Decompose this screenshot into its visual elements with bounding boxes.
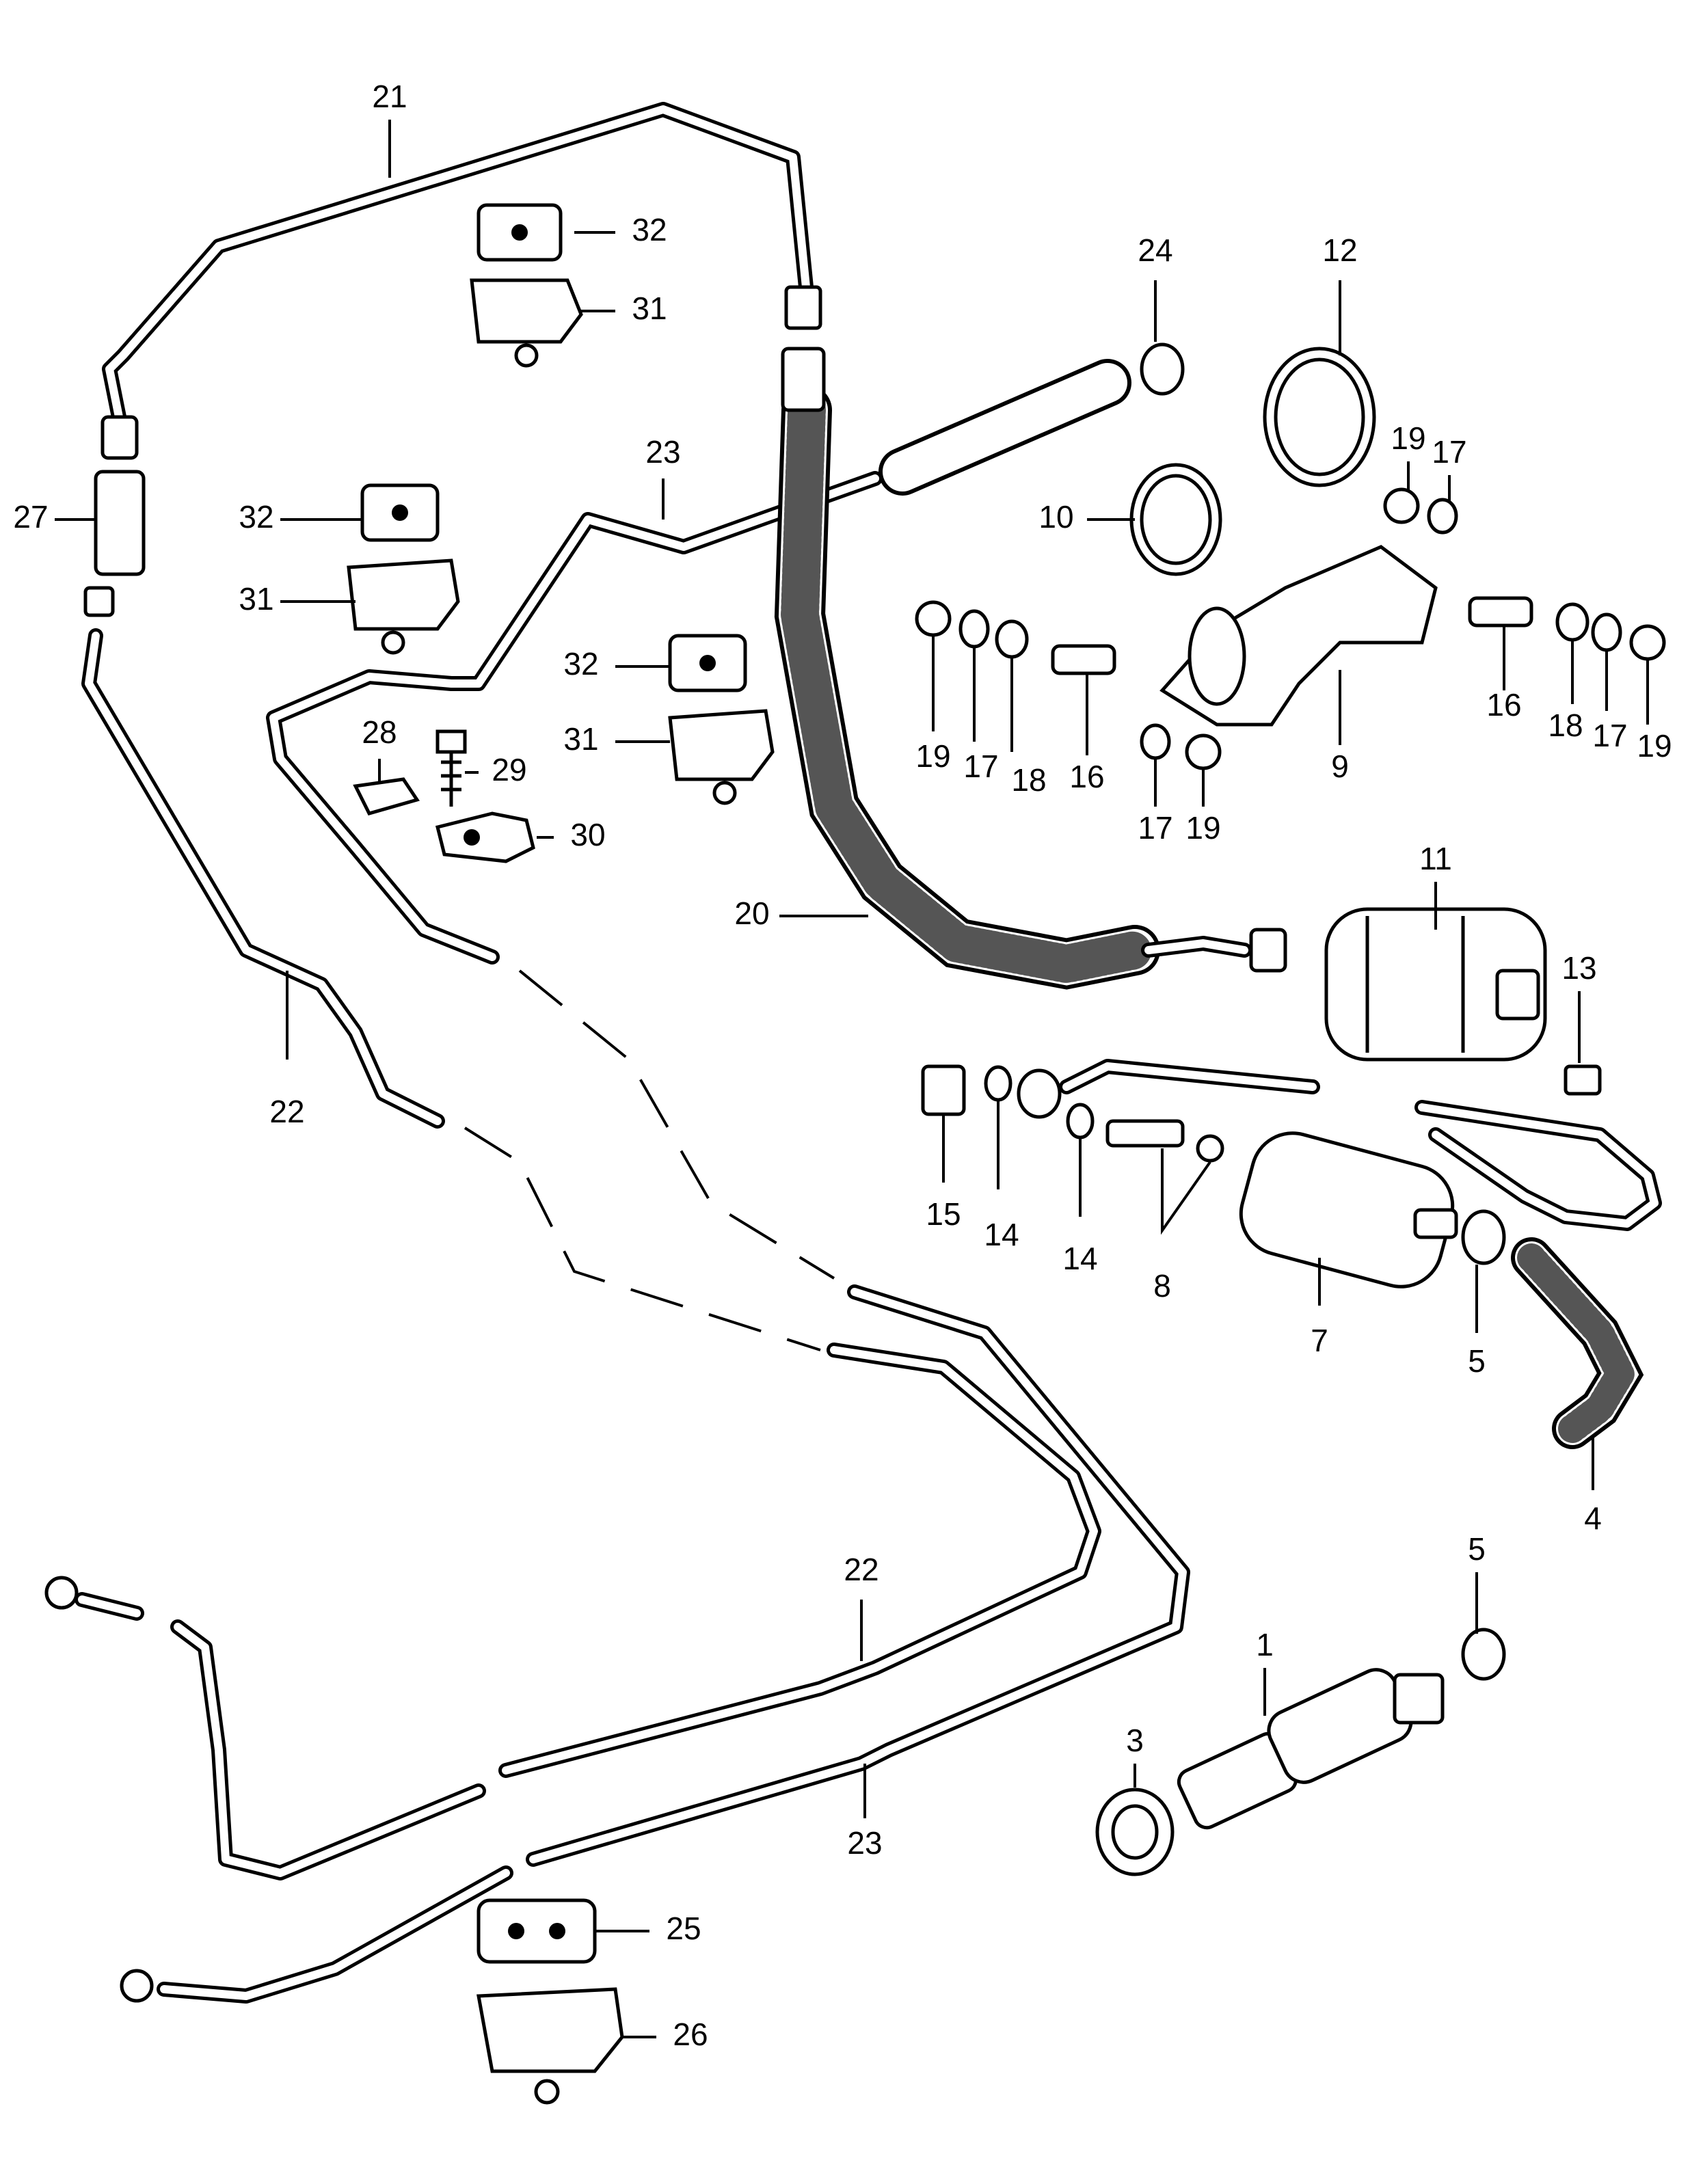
label-12: 12 <box>1322 232 1357 268</box>
fuel-hose-20 <box>774 385 1252 990</box>
hose-clamp-10 <box>1129 463 1222 576</box>
clamp-bracket-26 <box>477 1987 624 2105</box>
label-1: 1 <box>1256 1627 1274 1662</box>
nut-19-bottom <box>1185 733 1222 770</box>
label-17-left: 17 <box>963 749 998 784</box>
clamp-bracket-31-low <box>668 709 775 805</box>
label-23-bottom: 23 <box>847 1825 882 1861</box>
label-24: 24 <box>1138 232 1172 268</box>
in-tank-pump-1 <box>1177 1668 1445 1830</box>
label-25: 25 <box>666 1911 701 1946</box>
label-8: 8 <box>1153 1268 1171 1304</box>
hose-clip-24 <box>1140 342 1185 396</box>
label-4: 4 <box>1584 1500 1602 1536</box>
label-3: 3 <box>1126 1723 1144 1758</box>
label-32-low: 32 <box>563 646 598 682</box>
fuel-line-21 <box>102 102 814 445</box>
label-11: 11 <box>1419 841 1452 876</box>
clamp-block-25 <box>477 1898 597 1964</box>
label-28: 28 <box>362 714 397 750</box>
ring-terminal <box>1017 1068 1062 1119</box>
clamp-block-32-low <box>668 634 747 692</box>
clamp-block-32-top <box>477 203 563 262</box>
label-19-right: 19 <box>1637 728 1672 764</box>
fuel-line-13 <box>1059 1059 1662 1231</box>
mounting-bracket-9 <box>1159 545 1438 727</box>
label-30: 30 <box>570 817 605 852</box>
label-5-lower: 5 <box>1468 1531 1486 1567</box>
hose-clip-5-lower <box>1461 1628 1506 1681</box>
label-9: 9 <box>1331 749 1349 784</box>
label-31-low: 31 <box>563 721 598 757</box>
nut-19-left <box>915 600 952 637</box>
label-17-bottom: 17 <box>1138 810 1172 846</box>
label-19-bottom: 19 <box>1185 810 1220 846</box>
fuel-pump-7 <box>1239 1131 1458 1289</box>
label-7: 7 <box>1311 1323 1328 1358</box>
label-18-left: 18 <box>1011 762 1046 798</box>
washer-14-left <box>984 1065 1012 1102</box>
label-29: 29 <box>492 752 526 787</box>
label-13: 13 <box>1561 950 1596 986</box>
label-32-mid: 32 <box>239 499 273 535</box>
label-31-mid: 31 <box>239 581 273 617</box>
label-22-top: 22 <box>269 1094 304 1129</box>
label-22-bottom: 22 <box>844 1552 878 1587</box>
nut-19-top <box>1383 487 1420 524</box>
nut-19-right <box>1629 624 1666 661</box>
screw-29 <box>435 729 467 807</box>
clamp-block-32-mid <box>360 483 440 542</box>
washer-17-bottom <box>1140 723 1171 760</box>
nut-15 <box>921 1064 966 1116</box>
label-5-upper: 5 <box>1468 1343 1486 1379</box>
fuel-filter-11 <box>1249 907 1602 1096</box>
washer-17-left <box>958 609 990 649</box>
label-21: 21 <box>372 79 407 114</box>
label-31-top: 31 <box>632 291 667 326</box>
union-fitting-27 <box>83 415 146 617</box>
end-fitting-22 <box>44 1576 79 1610</box>
label-19-left: 19 <box>915 738 950 774</box>
stud-16-left <box>1051 644 1116 675</box>
label-20: 20 <box>734 895 769 931</box>
washer-18-left <box>995 619 1029 659</box>
part-labels: 21 32 31 23 32 31 32 31 27 28 29 30 20 2… <box>13 79 1672 2052</box>
fuel-line-22 <box>75 628 1101 1880</box>
hose-clip-5-upper <box>1461 1209 1506 1265</box>
leader-lines <box>55 120 1649 2038</box>
washer-18-right <box>1555 602 1590 642</box>
clamp-bracket-31-mid <box>347 558 460 655</box>
label-10: 10 <box>1038 499 1073 535</box>
label-16-left: 16 <box>1069 759 1104 794</box>
washer-17-right <box>1591 612 1622 652</box>
end-fitting-23 <box>120 1969 154 2003</box>
clamp-bracket-31-top <box>470 278 583 368</box>
label-32-top: 32 <box>632 212 667 247</box>
label-26: 26 <box>673 2017 708 2052</box>
fuel-hose-4 <box>1511 1237 1644 1449</box>
stud-16-right <box>1468 596 1533 628</box>
washer-14-right <box>1066 1103 1095 1140</box>
label-17-top: 17 <box>1432 434 1466 470</box>
connector-8 <box>1105 1119 1224 1163</box>
label-27: 27 <box>13 499 48 535</box>
washer-17-top <box>1427 498 1458 535</box>
label-23-top: 23 <box>645 434 680 470</box>
label-14-left: 14 <box>984 1217 1019 1252</box>
fitting-21-right <box>781 285 826 412</box>
seal-ring-3 <box>1095 1788 1175 1876</box>
bracket-30 <box>435 811 535 863</box>
label-19-top: 19 <box>1391 420 1425 456</box>
label-16-right: 16 <box>1486 687 1521 723</box>
hose-23-tube <box>878 359 1131 496</box>
fuel-line-23 <box>157 471 1190 2004</box>
clip-28 <box>353 777 420 815</box>
label-14-right: 14 <box>1062 1241 1097 1276</box>
label-17-right: 17 <box>1592 718 1627 753</box>
label-18-right: 18 <box>1548 707 1583 743</box>
label-15: 15 <box>926 1196 961 1232</box>
hose-clamp-12 <box>1263 347 1376 487</box>
